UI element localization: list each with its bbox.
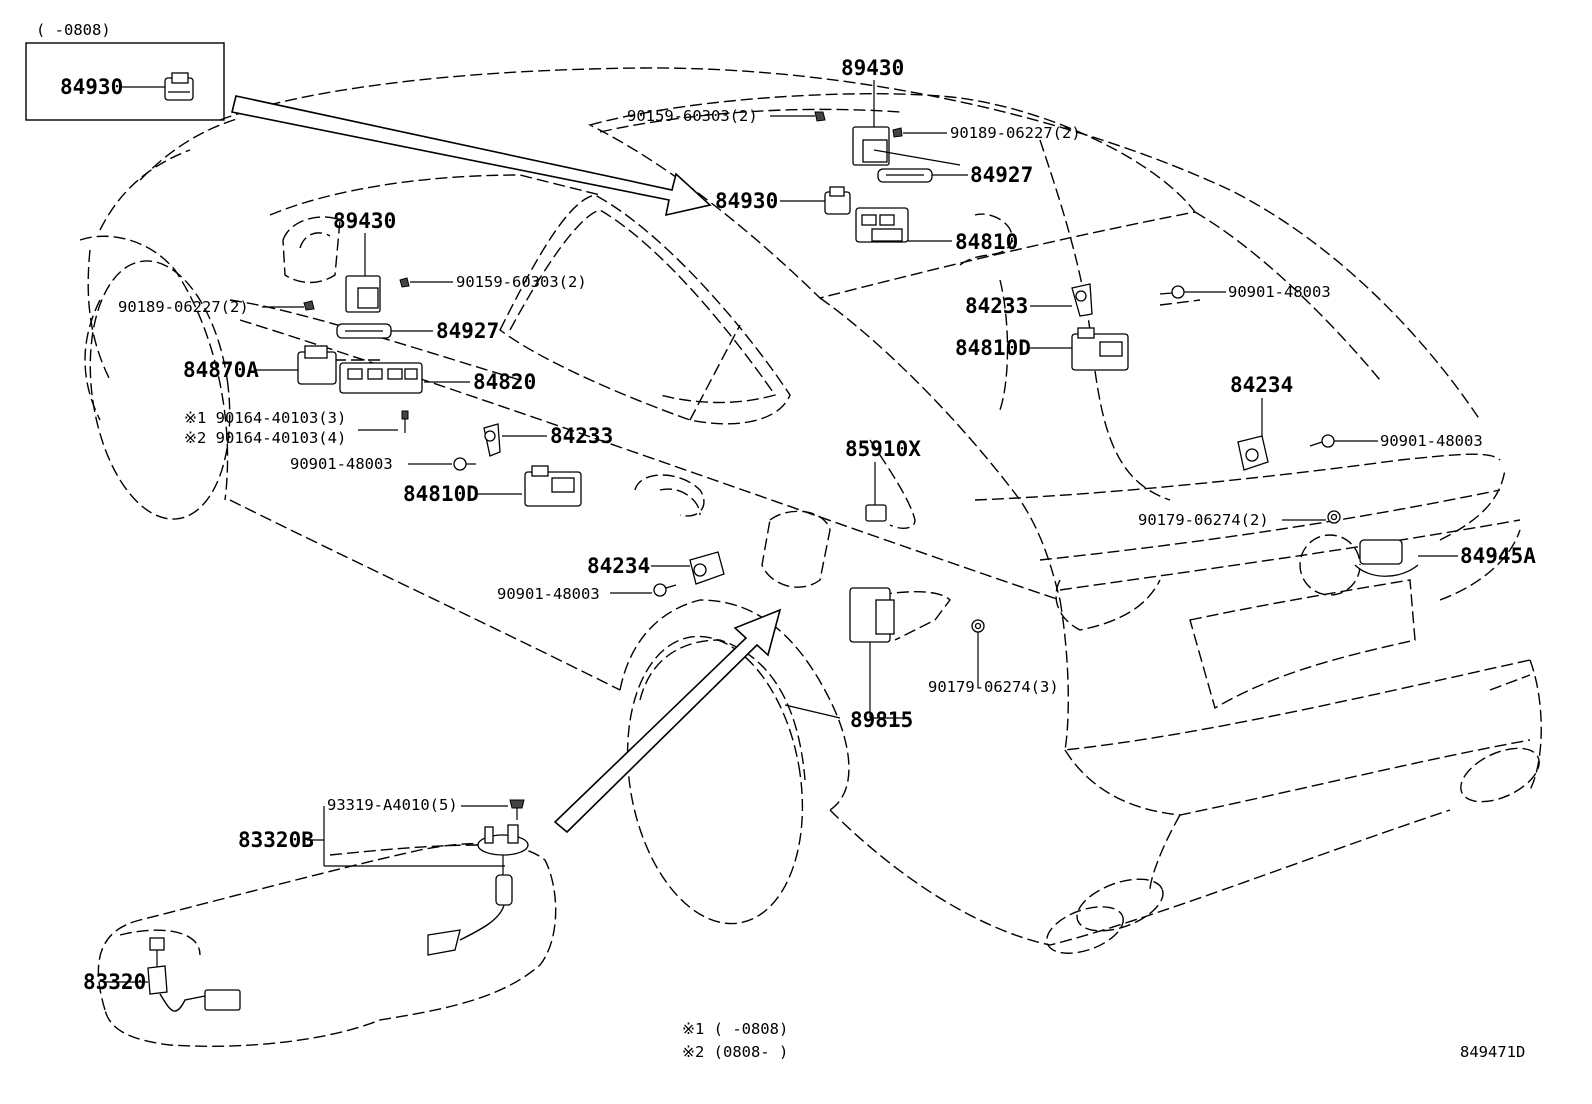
footnotes: ※1 ( -0808) ※2 (0808- ) 849471D	[682, 1020, 1525, 1061]
label-90901-left: 90901-48003	[290, 455, 393, 473]
left-cluster: 89430 90159-60303(2) 90189-06227(2) 8492…	[118, 209, 613, 507]
screw-93319	[509, 799, 525, 820]
label-84945A: 84945A	[1460, 544, 1536, 568]
switch-84930-inset	[164, 72, 194, 101]
label-90164-1: ※1 90164-40103(3)	[184, 409, 346, 427]
callout-arrows	[231, 95, 782, 834]
switch-84927-left	[336, 323, 392, 339]
label-84930-mid: 84930	[715, 189, 778, 213]
lower-arrow	[553, 608, 782, 834]
label-85910X: 85910X	[845, 437, 921, 461]
screw-90901-right2	[1309, 434, 1335, 448]
sensor-84233-left	[483, 423, 501, 457]
label-84927-top: 84927	[970, 163, 1033, 187]
middle-lower-cluster: 84234 90901-48003 85910X 89815 90179	[497, 437, 1059, 732]
label-90901-right: 90901-48003	[1228, 283, 1331, 301]
emblem	[1299, 534, 1361, 596]
upper-arrow	[231, 95, 712, 217]
car-outline	[79, 67, 1542, 954]
nut-90179-2	[1327, 510, 1341, 524]
sensor-84233-right	[1071, 283, 1093, 317]
label-90179-2: 90179-06274(2)	[1138, 511, 1269, 529]
label-84930-inset: 84930	[60, 75, 123, 99]
nut-90179-3	[971, 619, 985, 633]
label-90189-top: 90189-06227(2)	[950, 124, 1081, 142]
label-84810D-left: 84810D	[403, 482, 479, 506]
screw-90901-right	[1159, 285, 1185, 299]
screw-90901-left2	[653, 583, 677, 597]
sensor-89430-top	[852, 126, 890, 166]
label-84810: 84810	[955, 230, 1018, 254]
label-84870A: 84870A	[183, 358, 259, 382]
diagram-code: 849471D	[1460, 1043, 1525, 1061]
top-cluster: 89430 90159-60303(2) 90189-06227(2) 8492…	[627, 56, 1081, 254]
label-90159-top: 90159-60303(2)	[627, 107, 758, 125]
label-90189-left: 90189-06227(2)	[118, 298, 249, 316]
label-93319: 93319-A4010(5)	[327, 796, 458, 814]
label-84234-left: 84234	[587, 554, 650, 578]
label-89430-top: 89430	[841, 56, 904, 80]
ecu-89815	[849, 587, 895, 643]
switch-84927-top	[877, 168, 933, 183]
screw-90901-left	[453, 457, 476, 471]
inset-box: ( -0808) 84930	[25, 21, 225, 121]
footnote-1: ※1 ( -0808)	[682, 1020, 788, 1038]
label-89815: 89815	[850, 708, 913, 732]
switch-84810	[855, 207, 909, 243]
switch-84820	[339, 362, 423, 394]
label-90901-left2: 90901-48003	[497, 585, 600, 603]
switch-84870A	[297, 345, 337, 385]
sensor-84234-right	[1237, 435, 1269, 471]
label-83320B: 83320B	[238, 828, 314, 852]
sensor-84234-left	[689, 551, 725, 585]
right-cluster: 84233 90901-48003 84810D 84234 9	[955, 283, 1536, 596]
clip-90189-top	[892, 127, 903, 138]
label-89430-left: 89430	[333, 209, 396, 233]
switch-84810D-right	[1071, 327, 1129, 371]
fuel-tank-cluster: 93319-A4010(5) 83320B 83320	[83, 796, 557, 1047]
label-84234-right: 84234	[1230, 373, 1293, 397]
clip-90189-left	[303, 300, 315, 311]
label-90901-right2: 90901-48003	[1380, 432, 1483, 450]
clip-90159-left	[399, 277, 410, 288]
sender-83320	[147, 937, 241, 1012]
label-90164-2: ※2 90164-40103(4)	[184, 429, 346, 447]
footnote-2: ※2 (0808- )	[682, 1043, 788, 1061]
switch-84930-mid	[824, 186, 851, 215]
label-84810D-right: 84810D	[955, 336, 1031, 360]
label-84820: 84820	[473, 370, 536, 394]
screw-90164	[401, 410, 409, 433]
sensor-89430-left	[345, 275, 381, 313]
connector-85910X	[865, 504, 887, 522]
switch-84810D-left	[524, 465, 582, 507]
clip-90159-top	[814, 111, 826, 122]
label-90159-left: 90159-60303(2)	[456, 273, 587, 291]
inset-note: ( -0808)	[36, 21, 111, 39]
label-90179-3: 90179-06274(3)	[928, 678, 1059, 696]
label-84927-left: 84927	[436, 319, 499, 343]
label-84233-left: 84233	[550, 424, 613, 448]
label-84233-right: 84233	[965, 294, 1028, 318]
pump-83320B	[427, 824, 529, 956]
switch-84945A	[1354, 539, 1419, 577]
